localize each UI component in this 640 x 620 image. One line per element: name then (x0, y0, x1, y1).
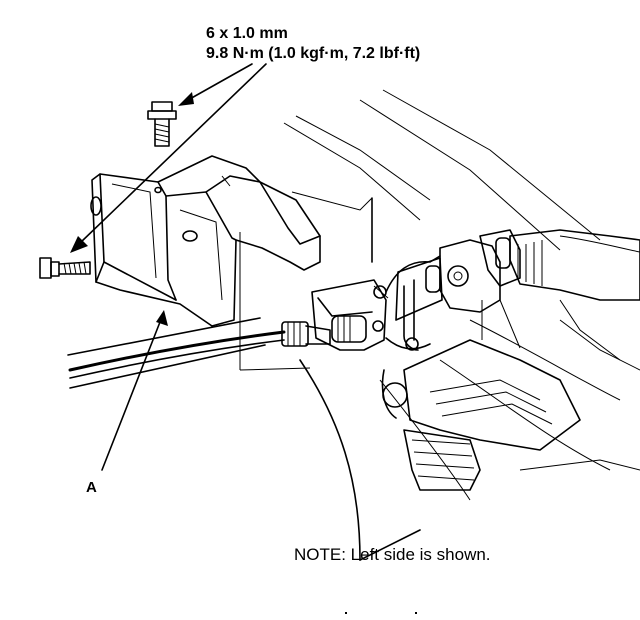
callout-a-leader (101, 310, 168, 471)
bolt-size-label: 6 x 1.0 mm (206, 25, 288, 42)
shift-cable (68, 321, 331, 379)
scan-marks (345, 612, 417, 614)
note-text: NOTE: Left side is shown. (294, 545, 491, 564)
bracket-a (90, 155, 321, 327)
cable-end-clamp (311, 279, 389, 351)
transmission-assembly (381, 229, 640, 491)
left-bolt (39, 257, 91, 279)
spec-leader-lines (70, 63, 267, 253)
callout-a-label: A (86, 479, 97, 496)
upper-bolt (147, 101, 177, 147)
vehicle-body-lines (67, 89, 621, 561)
torque-spec-label: 9.8 N·m (1.0 kgf·m, 7.2 lbf·ft) (206, 45, 420, 62)
